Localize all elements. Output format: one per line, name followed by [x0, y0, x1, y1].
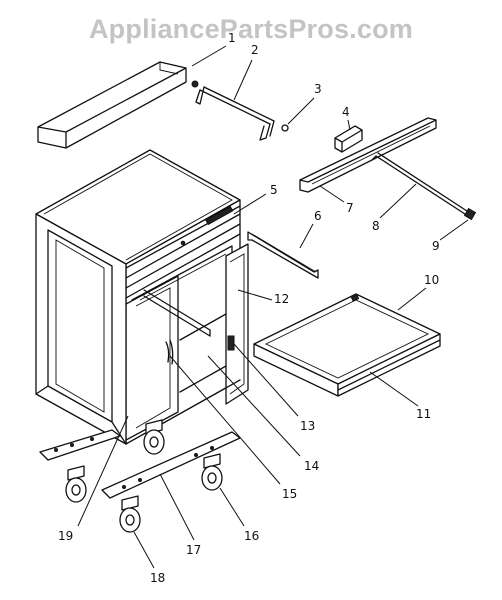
callout-17: 17 — [186, 543, 201, 557]
leader-18 — [133, 531, 155, 569]
callout-9: 9 — [432, 239, 440, 253]
callout-3: 3 — [314, 82, 322, 96]
part-rod — [371, 152, 471, 217]
part-caster-rear — [143, 419, 165, 455]
leader-5 — [233, 193, 267, 215]
leader-15 — [169, 355, 281, 485]
leader-11 — [369, 371, 419, 407]
callout-16: 16 — [244, 529, 259, 543]
leader-14 — [207, 355, 301, 457]
leader-8 — [379, 183, 417, 219]
leader-7 — [319, 185, 345, 203]
leader-17 — [159, 473, 195, 541]
cabinet-body — [35, 149, 249, 445]
leader-12 — [237, 289, 273, 301]
callout-13: 13 — [300, 419, 315, 433]
part-caster-plate-left — [39, 429, 121, 461]
part-caster-plate-right — [101, 431, 241, 499]
callout-1: 1 — [228, 31, 236, 45]
part-caster-right — [201, 453, 223, 491]
callout-19: 19 — [58, 529, 73, 543]
part-caster-front-right — [119, 495, 141, 533]
part-drawer-slide — [247, 231, 319, 279]
callout-6: 6 — [314, 209, 322, 223]
callout-2: 2 — [251, 43, 259, 57]
leader-1 — [191, 45, 227, 67]
callout-4: 4 — [342, 105, 350, 119]
callout-10: 10 — [424, 273, 439, 287]
callout-15: 15 — [282, 487, 297, 501]
door-hinge — [227, 335, 235, 351]
leader-6 — [299, 223, 314, 249]
callout-14: 14 — [304, 459, 319, 473]
part-slide-rail — [299, 117, 437, 193]
leader-2 — [233, 59, 253, 101]
part-handle — [195, 86, 275, 141]
part-screw-small — [191, 80, 199, 88]
callout-12: 12 — [274, 292, 289, 306]
leader-3 — [287, 97, 315, 125]
callout-8: 8 — [372, 219, 380, 233]
leader-19 — [77, 415, 129, 527]
watermark-text: AppliancePartsPros.com — [88, 14, 413, 44]
callout-7: 7 — [346, 201, 354, 215]
leader-16 — [219, 487, 245, 527]
leader-13 — [233, 343, 299, 417]
callout-5: 5 — [270, 183, 278, 197]
leader-4 — [347, 119, 351, 131]
part-knob — [463, 207, 477, 221]
part-rear-rail — [37, 61, 187, 149]
part-ball — [281, 124, 289, 132]
part-drawer — [253, 293, 441, 397]
drawer-latch — [205, 205, 234, 226]
leader-10 — [397, 287, 427, 311]
leader-9 — [439, 219, 469, 241]
part-caster-front-left — [65, 465, 87, 503]
callout-11: 11 — [416, 407, 431, 421]
callout-18: 18 — [150, 571, 165, 585]
part-small-bracket — [334, 125, 363, 153]
